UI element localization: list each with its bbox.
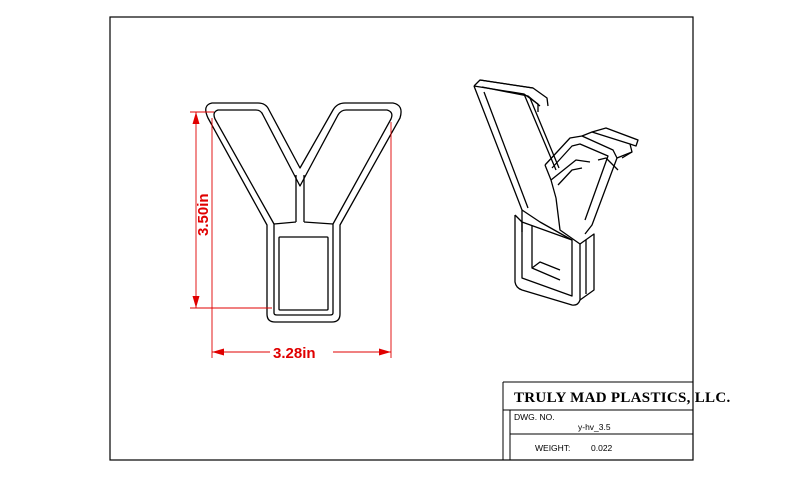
y-stem-window [278,236,329,311]
y-inner-outline [213,109,393,316]
title-block: TRULY MAD PLASTICS, LLC. DWG. NO. y-hv_3… [502,381,731,461]
dwg-no-value: y-hv_3.5 [578,422,611,432]
dwg-no-label: DWG. NO. [514,412,555,422]
sheet-border [109,16,694,461]
width-dimension-label: 3.28in [273,345,316,362]
height-dimension: 3.50in [190,111,272,309]
width-dimension: 3.28in [211,118,392,362]
weight-value: 0.022 [591,443,613,453]
weight-label: WEIGHT: [535,443,570,453]
isometric-view-y-shape [473,79,639,306]
front-view-y-shape [205,102,402,323]
y-outer-outline [205,102,402,323]
y-center-spine [273,175,334,225]
company-name: TRULY MAD PLASTICS, LLC. [514,390,731,406]
height-dimension-label: 3.50in [195,193,212,236]
